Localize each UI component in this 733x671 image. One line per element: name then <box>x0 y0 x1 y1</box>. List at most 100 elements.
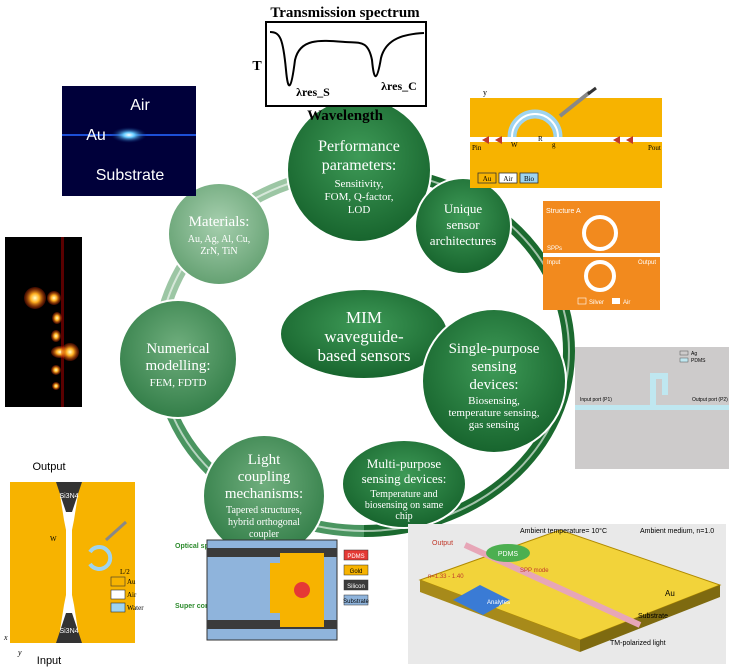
svg-text:Multi-purpose: Multi-purpose <box>367 456 442 471</box>
spectrum-ylabel: T <box>252 59 262 74</box>
svg-text:Ag: Ag <box>691 351 697 357</box>
svg-text:x: x <box>3 633 8 642</box>
svg-text:n=1.33 - 1.40: n=1.33 - 1.40 <box>428 574 464 580</box>
svg-text:FOM, Q-factor,: FOM, Q-factor, <box>325 191 394 203</box>
svg-text:sensing: sensing <box>472 359 518 375</box>
svg-text:devices:: devices: <box>469 377 518 393</box>
center-node: MIM waveguide- based sensors <box>279 288 449 380</box>
svg-text:Air: Air <box>623 300 630 306</box>
structure-a-panel: Structure A SPPs Input Output Silver Air <box>543 201 660 310</box>
svg-text:Performance: Performance <box>318 138 400 155</box>
3d-sensor-panel: PDMS Analytes Ambient temperature= 10°C … <box>408 524 726 664</box>
node-unique-architectures: Unique sensor architectures <box>414 177 512 275</box>
node-performance-parameters: Performance parameters: Sensitivity, FOM… <box>286 97 432 243</box>
ring-resonator-panel: y Pin Pout W R g Au Air Bio <box>470 86 662 188</box>
node-materials: Materials: Au, Ag, Al, Cu, ZrN, TiN <box>167 182 271 286</box>
tapered-coupler-panel: Output Si3N4 Si3N4 W L/2 Au Air Water x … <box>3 461 144 667</box>
svg-text:Structure A: Structure A <box>546 208 581 215</box>
node-light-coupling: Light coupling mechanisms: Tapered struc… <box>202 434 326 558</box>
svg-text:Pout: Pout <box>648 144 661 152</box>
svg-text:Analytes: Analytes <box>487 600 510 606</box>
svg-text:hybrid orthogonal: hybrid orthogonal <box>228 517 300 528</box>
svg-text:Temperature and: Temperature and <box>370 489 437 500</box>
svg-text:Output: Output <box>638 260 656 266</box>
res-s-label: λres_S <box>296 85 330 99</box>
svg-text:Au, Ag, Al, Cu,: Au, Ag, Al, Cu, <box>188 234 251 245</box>
svg-text:Input port (P1): Input port (P1) <box>580 397 612 403</box>
svg-text:L/2: L/2 <box>120 568 130 576</box>
mode-profile-panel: Air Au Substrate <box>62 86 196 196</box>
svg-text:Air: Air <box>503 175 513 183</box>
spectrum-title: Transmission spectrum <box>270 5 420 21</box>
svg-text:SPPs: SPPs <box>547 246 562 252</box>
svg-text:sensing devices:: sensing devices: <box>362 471 447 486</box>
svg-text:Air: Air <box>127 591 137 599</box>
res-c-label: λres_C <box>381 79 417 93</box>
svg-text:y: y <box>483 88 487 97</box>
svg-text:chip: chip <box>395 511 412 522</box>
svg-text:Au: Au <box>483 175 492 183</box>
svg-text:sensor: sensor <box>446 217 480 232</box>
svg-text:mechanisms:: mechanisms: <box>225 486 303 502</box>
svg-text:Light: Light <box>248 452 281 468</box>
svg-text:Tapered structures,: Tapered structures, <box>226 505 302 516</box>
svg-text:ZrN, TiN: ZrN, TiN <box>200 246 237 257</box>
svg-text:Au: Au <box>127 578 136 586</box>
svg-text:Output port (P2): Output port (P2) <box>692 397 728 403</box>
svg-text:Input: Input <box>547 260 561 266</box>
svg-text:Water: Water <box>127 604 144 612</box>
center-line1: MIM <box>346 308 382 327</box>
stub-sensor-panel: Ag PDMS Input port (P1) Output port (P2) <box>575 347 729 469</box>
svg-text:Gold: Gold <box>350 569 363 575</box>
svg-text:Au: Au <box>665 589 675 598</box>
svg-text:Pin: Pin <box>472 144 482 152</box>
svg-text:Single-purpose: Single-purpose <box>449 341 540 357</box>
svg-text:temperature sensing,: temperature sensing, <box>448 407 539 419</box>
svg-text:Substrate: Substrate <box>638 613 668 620</box>
taper-output-label: Output <box>32 461 65 473</box>
mode-substrate-label: Substrate <box>96 167 165 184</box>
svg-text:R: R <box>538 135 543 143</box>
svg-text:LOD: LOD <box>348 204 371 216</box>
svg-text:modelling:: modelling: <box>146 358 211 374</box>
svg-text:Bio: Bio <box>524 175 535 183</box>
node-numerical-modelling: Numerical modelling: FEM, FDTD <box>118 299 238 419</box>
mode-au-label: Au <box>86 127 106 144</box>
mode-air-label: Air <box>130 97 150 114</box>
svg-text:Materials:: Materials: <box>189 214 250 230</box>
svg-text:y: y <box>17 648 22 657</box>
taper-input-label: Input <box>37 655 61 667</box>
svg-text:W: W <box>50 535 57 543</box>
svg-text:Ambient medium, n=1.0: Ambient medium, n=1.0 <box>640 528 714 535</box>
svg-text:gas sensing: gas sensing <box>469 419 520 431</box>
svg-text:TM-polarized light: TM-polarized light <box>610 640 666 647</box>
svg-text:g: g <box>552 141 556 149</box>
node-multi-purpose: Multi-purpose sensing devices: Temperatu… <box>341 439 467 529</box>
transmission-spectrum-panel: Transmission spectrum T λres_S λres_C Wa… <box>252 5 427 124</box>
svg-text:Substrate: Substrate <box>343 599 369 605</box>
svg-text:architectures: architectures <box>430 233 496 248</box>
svg-text:Ambient temperature= 10°C: Ambient temperature= 10°C <box>520 527 607 535</box>
center-line2: waveguide- <box>324 327 404 346</box>
svg-text:coupler: coupler <box>249 529 280 540</box>
svg-text:Silver: Silver <box>589 300 604 306</box>
svg-text:SPP mode: SPP mode <box>520 568 549 574</box>
svg-text:Si3N4: Si3N4 <box>59 493 78 500</box>
svg-text:PDMS: PDMS <box>498 551 519 558</box>
svg-text:Silicon: Silicon <box>347 584 365 590</box>
field-distribution-panel <box>5 237 82 407</box>
svg-text:W: W <box>511 141 518 149</box>
spectrum-xlabel: Wavelength <box>307 108 383 124</box>
svg-text:Unique: Unique <box>444 201 483 216</box>
chip-layout-panel: Optical spectrum analyzer Super continuu… <box>175 539 370 641</box>
svg-text:Numerical: Numerical <box>146 341 209 357</box>
svg-text:FEM, FDTD: FEM, FDTD <box>150 377 207 389</box>
svg-text:Si3N4: Si3N4 <box>59 628 78 635</box>
svg-text:parameters:: parameters: <box>322 157 397 174</box>
node-single-purpose: Single-purpose sensing devices: Biosensi… <box>421 308 567 454</box>
svg-text:Output: Output <box>432 540 453 547</box>
svg-text:Biosensing,: Biosensing, <box>468 395 520 407</box>
svg-text:Sensitivity,: Sensitivity, <box>334 178 383 190</box>
svg-text:PDMS: PDMS <box>347 554 364 560</box>
